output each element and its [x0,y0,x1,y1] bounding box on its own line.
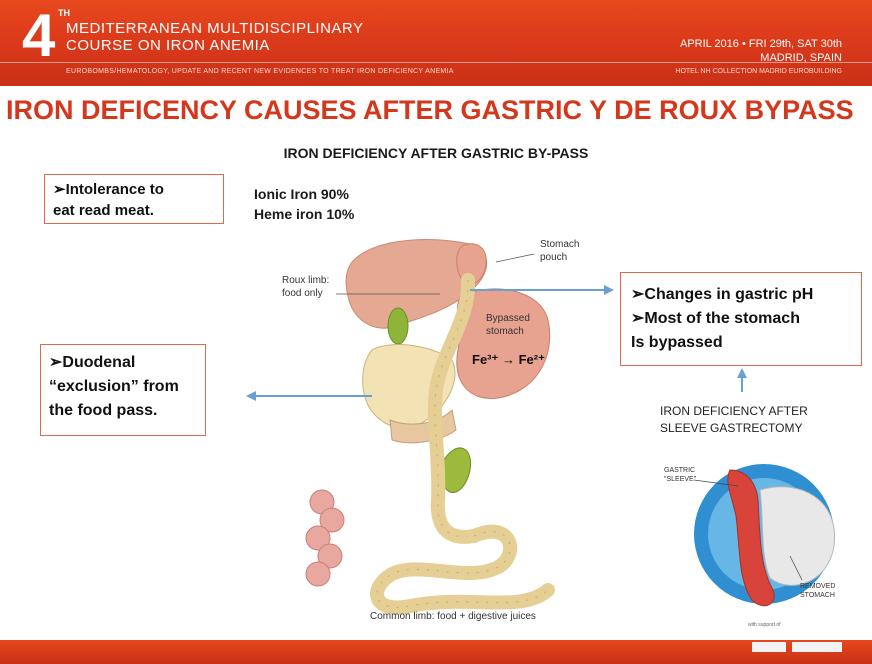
stomach-pouch-label: Stomach pouch [540,238,579,264]
removed-stomach-label: REMOVED STOMACH [800,582,835,600]
stomach-pouch-label-line2: pouch [540,251,579,264]
roux-limb-label-line1: Roux limb: [282,274,329,287]
roux-limb-shape [435,280,474,537]
sleeve-title-line2: SLEEVE GASTRECTOMY [660,420,850,437]
gastric-sleeve-label-line2: "SLEEVE" [664,475,696,484]
stomach-pouch-label-line1: Stomach [540,238,579,251]
duodenal-exclusion-box: ➢Duodenal “exclusion” from the food pass… [40,344,206,436]
gastric-ph-line2: ➢Most of the stomach [631,307,851,331]
removed-stomach-label-line1: REMOVED [800,582,835,591]
duodenal-line1: ➢Duodenal [49,351,197,375]
roux-limb-label-line2: food only [282,287,329,300]
sponsor-logo-1 [752,642,786,652]
colon-shape [306,490,344,586]
gastric-ph-box: ➢Changes in gastric pH ➢Most of the stom… [620,272,862,366]
gastric-ph-line3: Is bypassed [631,331,851,355]
bypassed-stomach-label: Bypassed stomach [486,312,530,338]
removed-stomach-label-line2: STOMACH [800,591,835,600]
sponsor-label: with support of [748,622,781,628]
conference-footer [0,640,872,664]
sleeve-gastrectomy-title: IRON DEFICIENCY AFTER SLEEVE GASTRECTOMY [660,403,850,437]
bypassed-stomach-label-line2: stomach [486,325,530,338]
gastric-sleeve-label-line1: GASTRIC [664,466,696,475]
gastric-ph-line1: ➢Changes in gastric pH [631,283,851,307]
duodenal-line3: the food pass. [49,399,197,423]
gastric-sleeve-label: GASTRIC "SLEEVE" [664,466,696,484]
sleeve-title-line1: IRON DEFICIENCY AFTER [660,403,850,420]
arrow-to-left-box [246,391,372,401]
common-limb-label: Common limb: food + digestive juices [370,610,536,623]
sponsor-logo-2 [792,642,842,652]
iron-reduction-label: Fe³⁺ → Fe²⁺ [472,352,545,368]
gallbladder-shape [388,308,408,344]
jejunum-segment [444,448,471,493]
roux-limb-label: Roux limb: food only [282,274,329,300]
bypassed-stomach-label-line1: Bypassed [486,312,530,325]
arrow-up-from-sleeve [737,368,747,392]
duodenal-line2: “exclusion” from [49,375,197,399]
